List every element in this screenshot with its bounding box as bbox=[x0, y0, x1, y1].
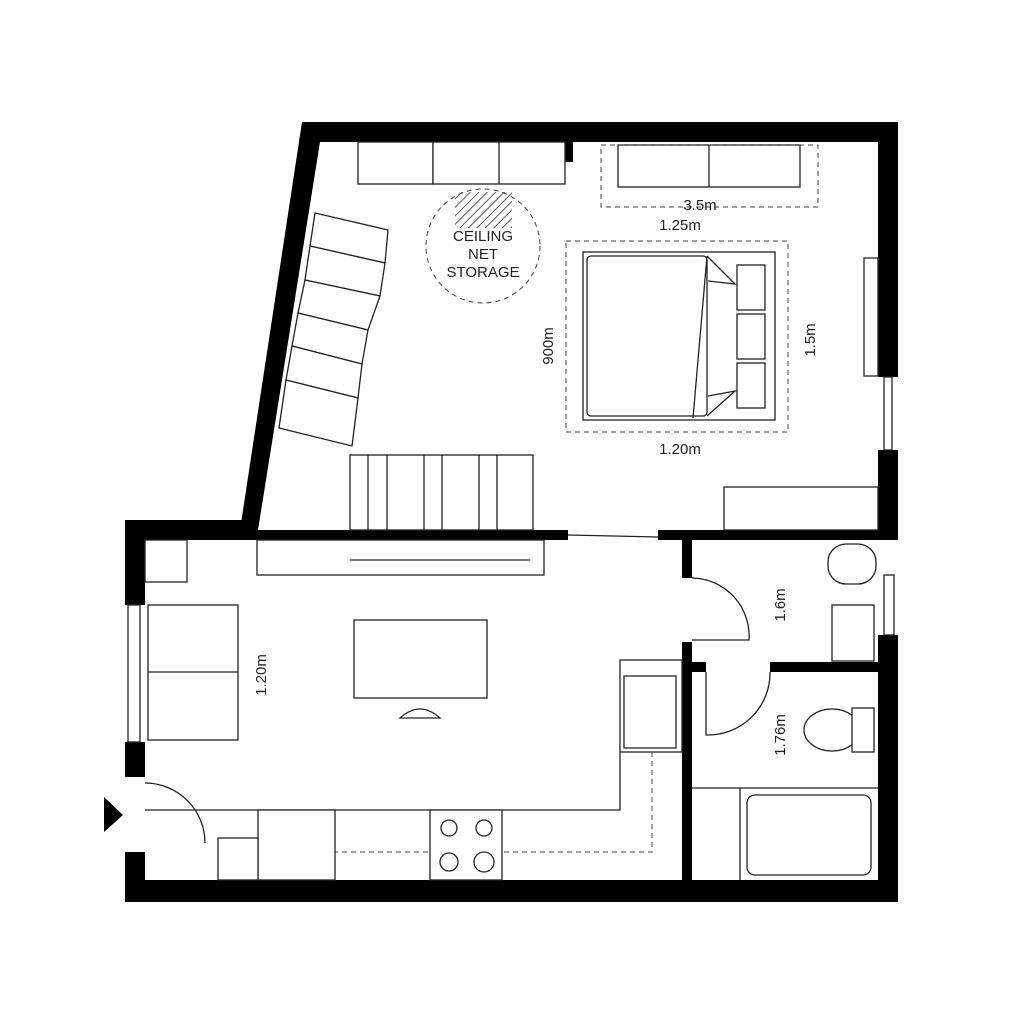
label-bath-upper: 1.6m bbox=[772, 588, 789, 621]
label-living-left: 1.20m bbox=[253, 654, 270, 696]
bidet bbox=[827, 543, 877, 585]
pillow bbox=[736, 362, 766, 409]
fridge bbox=[257, 809, 336, 881]
desk bbox=[723, 486, 879, 531]
counter bbox=[256, 539, 545, 576]
sliding-door bbox=[567, 534, 659, 538]
wall-left-upper bbox=[125, 520, 145, 605]
ceiling-label-2: NET bbox=[468, 246, 498, 263]
label-bed-right: 1.5m bbox=[802, 323, 819, 356]
label-bed-top: 1.25m bbox=[659, 217, 701, 234]
bedroom: 3.5m 1.25m CEILING NET STORAGE 900m 1.5m… bbox=[278, 141, 879, 531]
wardrobe-outline bbox=[600, 144, 819, 208]
wall-right-mid bbox=[878, 450, 898, 540]
windows bbox=[127, 376, 895, 743]
wall-interior-left bbox=[258, 530, 568, 540]
toilet-tank bbox=[851, 707, 875, 753]
wall-bottom bbox=[125, 880, 898, 902]
label-wardrobe-width: 3.5m bbox=[683, 197, 716, 214]
bathtub bbox=[746, 794, 872, 876]
pillow bbox=[736, 313, 766, 360]
window-living bbox=[127, 604, 141, 743]
wall-left-mid bbox=[125, 742, 145, 777]
sink bbox=[623, 675, 677, 749]
window-bedroom bbox=[883, 376, 893, 451]
ceiling-storage-circle bbox=[425, 188, 541, 304]
bathrooms: 1.6m 1.76m bbox=[691, 543, 878, 880]
living-kitchen: 1.20m bbox=[144, 539, 683, 881]
wall-stub bbox=[565, 142, 573, 162]
wall-bath-divider-left bbox=[692, 662, 706, 672]
entry-door bbox=[144, 782, 206, 844]
basin bbox=[831, 604, 875, 662]
bed-outline bbox=[565, 240, 789, 433]
cabinet bbox=[357, 141, 434, 185]
wall-shelf bbox=[863, 257, 879, 377]
label-bed-bottom: 1.20m bbox=[659, 441, 701, 458]
wall-interior-right bbox=[658, 530, 878, 540]
wall-left-lower bbox=[125, 852, 145, 902]
wall-top-slanted bbox=[240, 122, 898, 530]
wall-bath-lower bbox=[682, 642, 692, 900]
bath-door-upper bbox=[691, 577, 750, 641]
wall-bath-divider-right bbox=[770, 662, 878, 672]
stair-drawers bbox=[278, 212, 534, 531]
label-bed-left: 900m bbox=[540, 327, 557, 365]
ceiling-label-1: CEILING bbox=[453, 228, 513, 245]
walls bbox=[125, 122, 898, 902]
wall-bath-upper bbox=[682, 540, 692, 578]
bath-door-lower bbox=[705, 671, 771, 736]
table bbox=[353, 619, 488, 699]
label-bath-lower: 1.76m bbox=[772, 714, 789, 756]
wall-right-upper bbox=[878, 122, 898, 377]
wall-top-left bbox=[125, 520, 258, 540]
entrance-arrow-icon bbox=[104, 797, 123, 832]
chair bbox=[398, 708, 442, 719]
ceiling-label-3: STORAGE bbox=[446, 264, 519, 281]
hatch bbox=[455, 192, 512, 228]
wall-right-lower bbox=[878, 635, 898, 900]
window-bathroom bbox=[883, 574, 895, 636]
pillow bbox=[736, 264, 766, 311]
